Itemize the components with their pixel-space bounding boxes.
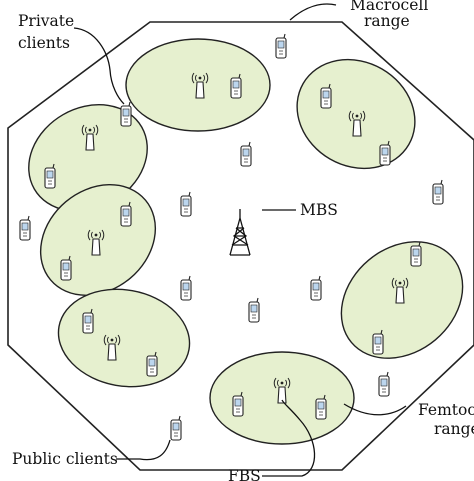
phone-icon	[44, 163, 56, 189]
phone-icon	[410, 241, 422, 267]
macrocell-range-label-line1: Macrocell	[350, 0, 428, 14]
private-clients-label-line2: clients	[18, 34, 70, 52]
leader-lines	[73, 3, 407, 477]
phone-icon	[146, 351, 158, 377]
labels: Macrocell range Private clients MBS Femt…	[12, 0, 474, 481]
phone-icon	[180, 191, 192, 217]
phone-icon	[170, 415, 182, 441]
phone-icon	[372, 329, 384, 355]
phone-icon	[230, 73, 242, 99]
public-clients-label: Public clients	[12, 450, 118, 468]
femtocell-range-label-line2: range	[434, 420, 474, 438]
phone-icon	[120, 101, 132, 127]
macro-base-station-icon	[229, 209, 251, 256]
phone-icon	[82, 308, 94, 334]
femtocell-range	[296, 58, 416, 170]
phone-icon	[232, 391, 244, 417]
fbs-label: FBS	[228, 467, 261, 481]
phone-icon	[378, 371, 390, 397]
femtocell-range-label-line1: Femtocell	[418, 401, 474, 419]
phone-icon	[180, 275, 192, 301]
macrocell-boundary	[7, 21, 474, 471]
phone-icon	[275, 33, 287, 59]
phone-icon	[240, 141, 252, 167]
phone-icon	[120, 201, 132, 227]
femtocell-range	[57, 288, 191, 388]
phone-icon	[60, 255, 72, 281]
macrocell-range-label-line2: range	[364, 12, 410, 30]
phone-icon	[248, 297, 260, 323]
phone-icon	[379, 140, 391, 166]
phone-icon	[310, 275, 322, 301]
mbs-label: MBS	[300, 201, 338, 219]
phone-icon	[320, 83, 332, 109]
phone-icon	[19, 215, 31, 241]
private-clients-label-line1: Private	[18, 12, 74, 30]
phone-icon	[315, 394, 327, 420]
phone-icon	[432, 179, 444, 205]
